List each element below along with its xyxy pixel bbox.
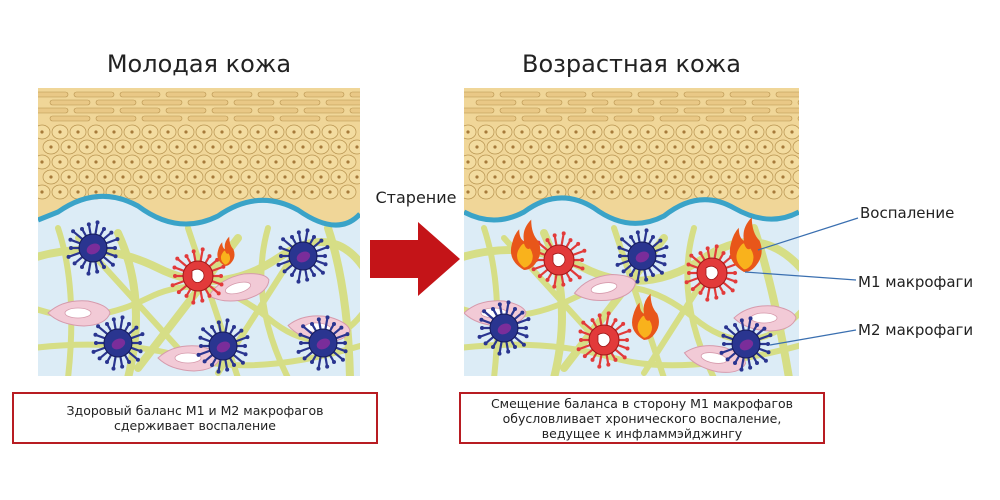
m2-macrophage — [615, 228, 669, 284]
m1-macrophages-label: М1 макрофаги — [858, 273, 974, 291]
m1-macrophage — [531, 231, 587, 289]
inflammation-flame-icon — [510, 219, 541, 270]
young-skin-illustration — [38, 88, 360, 376]
m2-macrophage — [276, 228, 330, 284]
m2-macrophages-label: М2 макрофаги — [858, 321, 974, 339]
fibroblast — [573, 273, 637, 302]
m2-macrophage — [296, 315, 350, 371]
m2-macrophage — [477, 300, 531, 356]
caption-line: Здоровый баланс М1 и М2 макрофагов — [66, 403, 324, 418]
fibroblast — [208, 273, 270, 302]
m2-macrophage — [91, 315, 145, 371]
fibroblast — [47, 300, 111, 327]
aging-arrow-icon — [370, 222, 460, 296]
aging-label: Старение — [375, 188, 457, 207]
aged-skin-title: Возрастная кожа — [522, 50, 741, 78]
keratinocytes — [464, 91, 799, 200]
young-skin-caption: Здоровый баланс М1 и М2 макрофагов сдерж… — [12, 392, 378, 444]
caption-line: ведущее к инфламмэйджингу — [541, 425, 743, 441]
inflammation-label: Воспаление — [860, 204, 955, 222]
m1-macrophage — [170, 247, 226, 305]
keratinocytes — [38, 91, 360, 200]
aged-skin-illustration — [464, 88, 799, 376]
basement-membrane — [38, 193, 360, 228]
fibroblast — [683, 345, 747, 373]
young-skin-title: Молодая кожа — [106, 50, 292, 78]
caption-line: обусловливает хронического воспаление, — [502, 410, 782, 426]
m1-macrophage — [576, 311, 632, 369]
inflammation-flame-icon — [217, 236, 235, 266]
m2-macrophage — [719, 316, 773, 372]
basement-membrane — [464, 195, 799, 226]
m1-macrophage — [684, 244, 740, 302]
m2-macrophage — [66, 220, 120, 276]
inflammation-flame-icon — [729, 217, 762, 272]
aged-skin-caption: Смещение баланса в сторону М1 макрофагов… — [459, 392, 825, 444]
caption-line: сдерживает воспаление — [114, 418, 276, 433]
caption-line: Смещение баланса в сторону М1 макрофагов — [490, 395, 794, 411]
m2-macrophage — [196, 318, 250, 374]
inflammation-flame-icon — [632, 293, 659, 340]
